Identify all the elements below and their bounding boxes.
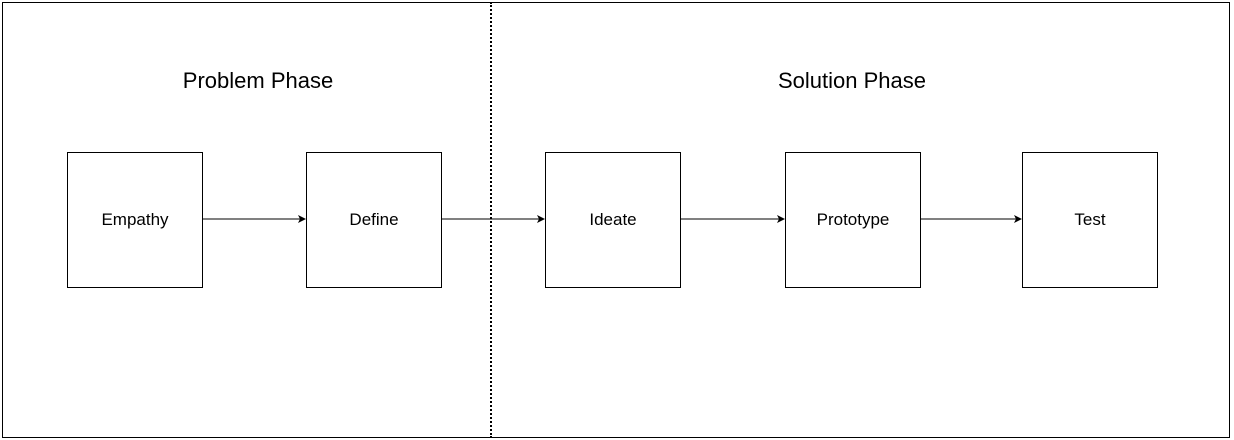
- node-define: Define: [306, 152, 442, 288]
- node-empathy-label: Empathy: [101, 210, 169, 229]
- phase-divider: [490, 2, 492, 438]
- node-prototype-label: Prototype: [816, 210, 890, 229]
- node-test-label: Test: [1074, 210, 1106, 229]
- node-ideate: Ideate: [545, 152, 681, 288]
- problem-phase-title: Problem Phase: [182, 68, 334, 93]
- solution-phase-title: Solution Phase: [778, 68, 926, 93]
- node-ideate-label: Ideate: [589, 210, 637, 229]
- node-test: Test: [1022, 152, 1158, 288]
- node-empathy: Empathy: [67, 152, 203, 288]
- node-prototype: Prototype: [785, 152, 921, 288]
- node-define-label: Define: [349, 210, 399, 229]
